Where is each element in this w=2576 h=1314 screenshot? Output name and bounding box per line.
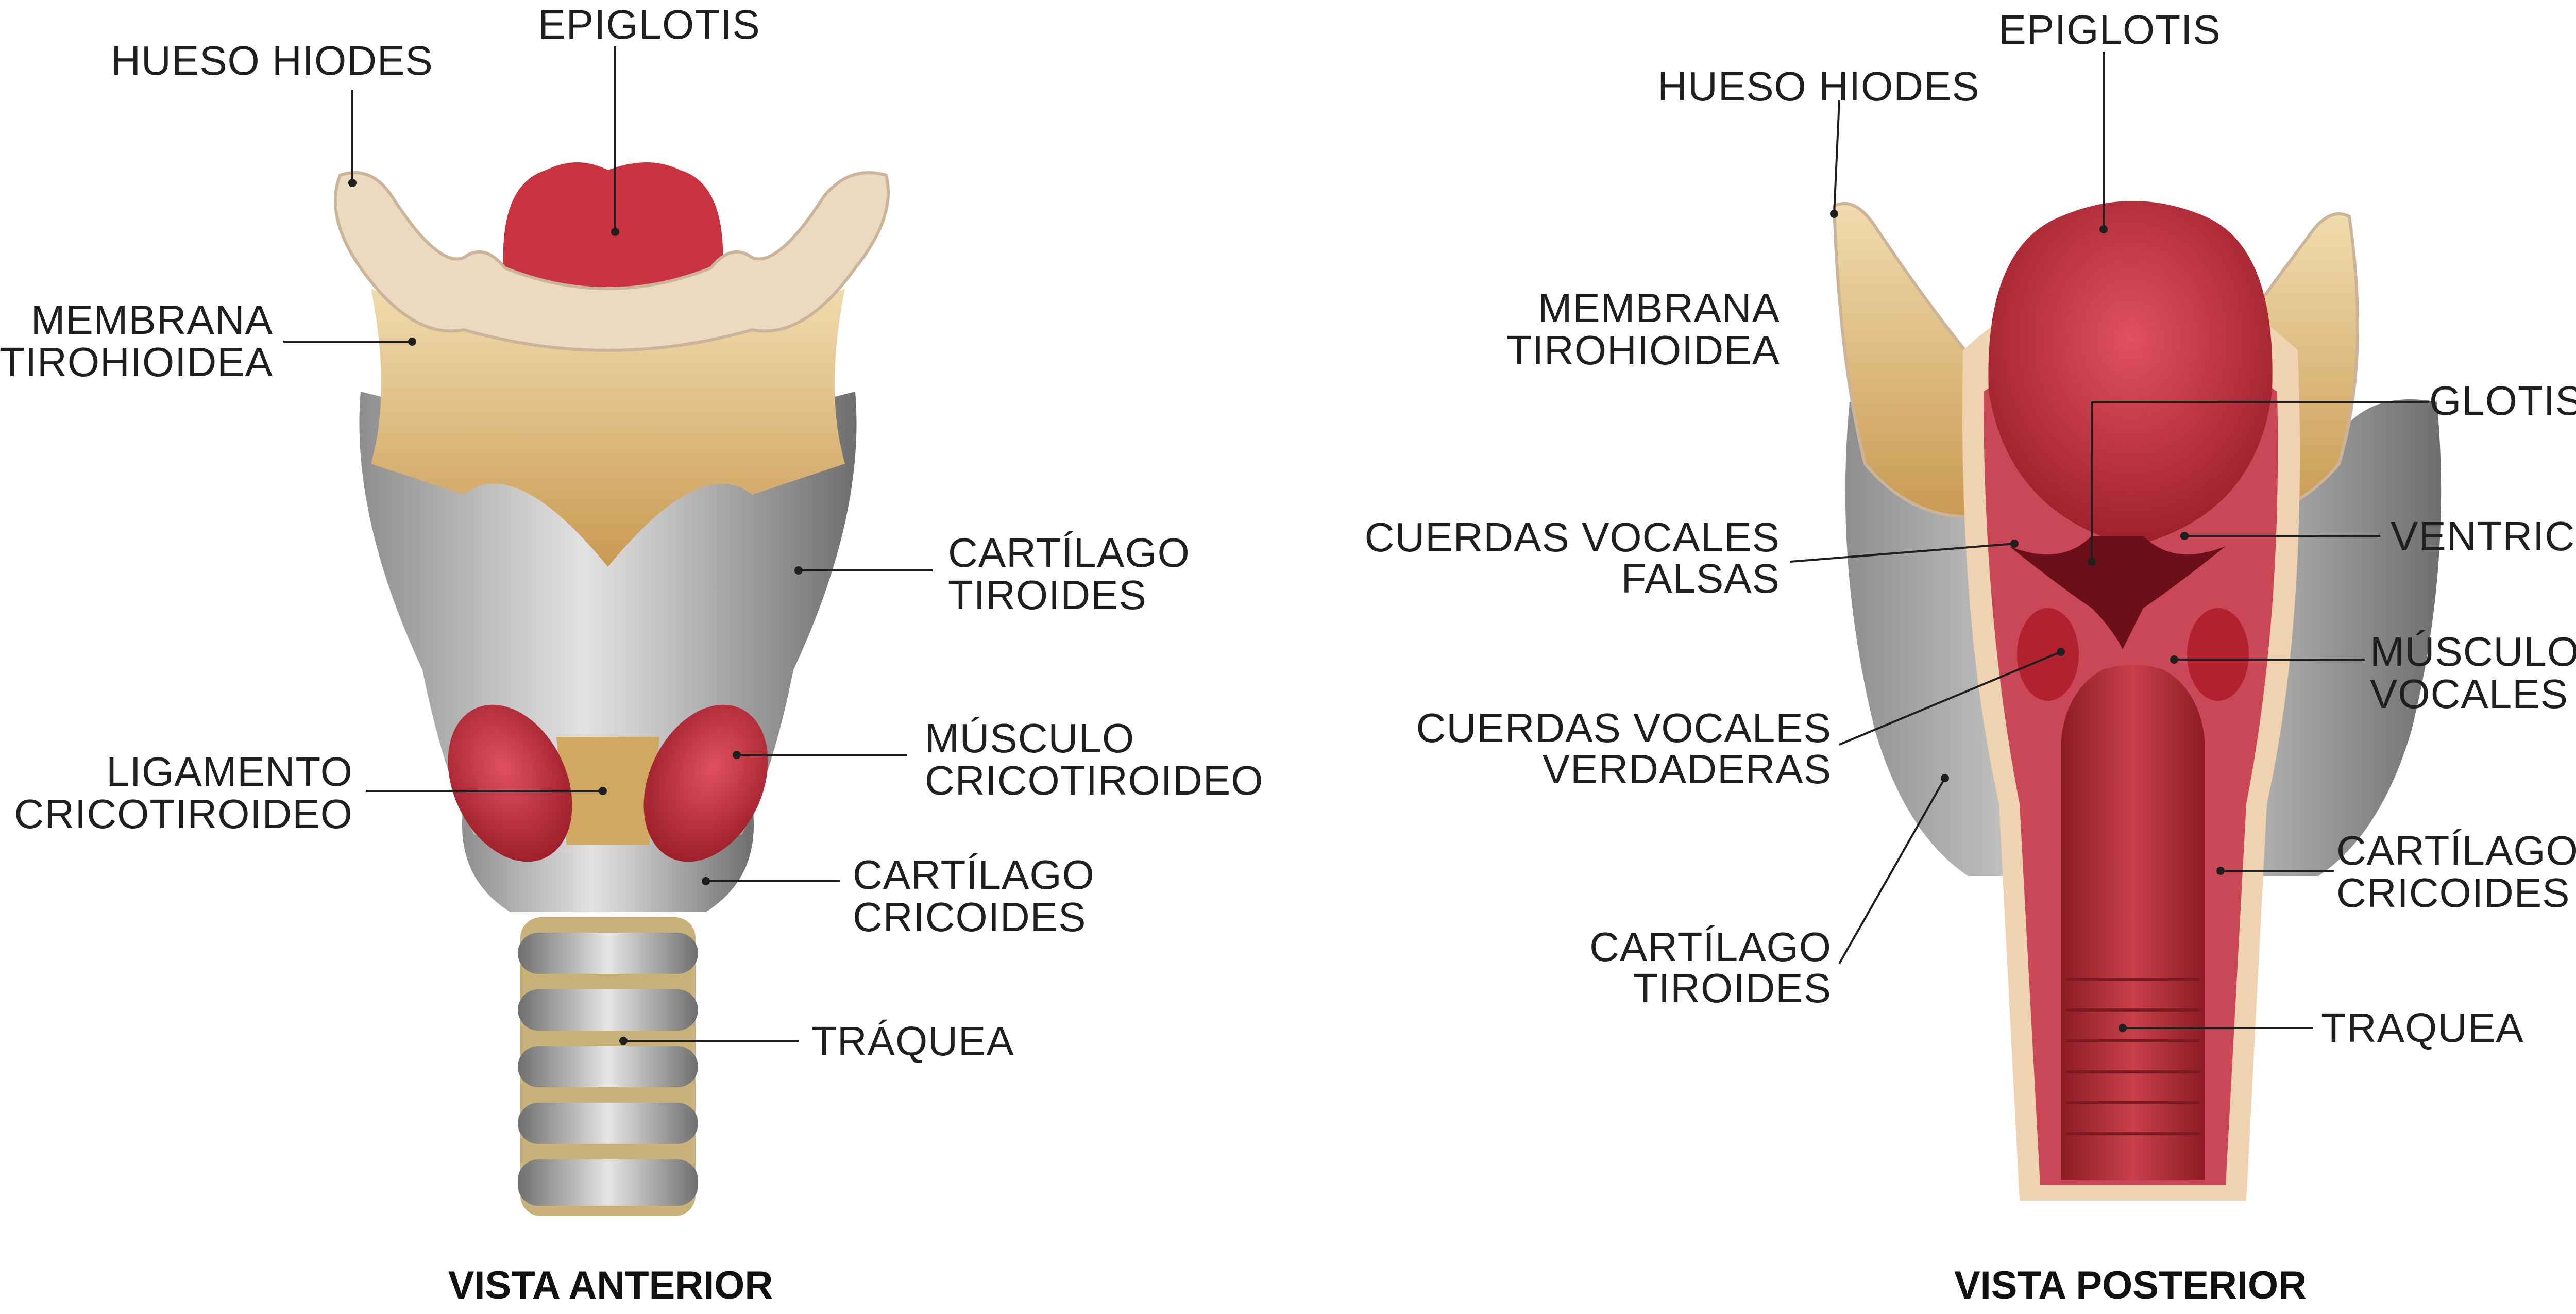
- anterior-label-epiglotis: EPIGLOTIS: [538, 2, 760, 47]
- anterior-label-cricoides-1: CARTÍLAGO: [853, 852, 1095, 898]
- posterior-caption: VISTA POSTERIOR: [1954, 1264, 2307, 1307]
- posterior-label-epiglotis: EPIGLOTIS: [1998, 7, 2221, 53]
- posterior-labels: EPIGLOTIS HUESO HIODES MEMBRANA TIROHIOI…: [1365, 7, 2576, 1307]
- posterior-label-falsas-1: CUERDAS VOCALES: [1365, 514, 1780, 560]
- posterior-label-ventriculo: VENTRICULO: [2391, 513, 2576, 559]
- posterior-leader-lines: [1790, 52, 2429, 1032]
- posterior-trachea-folds: [2066, 978, 2200, 1135]
- anterior-label-traquea: TRÁQUEA: [811, 1018, 1014, 1064]
- anterior-trachea-rings: [518, 917, 698, 1216]
- anterior-leader-lines: [283, 46, 933, 1045]
- anterior-label-membrana-1: MEMBRANA: [31, 297, 273, 343]
- posterior-label-cricoides-2: CRICOIDES: [2336, 870, 2570, 916]
- posterior-label-glotis: GLOTIS: [2429, 378, 2576, 424]
- anterior-labels: EPIGLOTIS HUESO HIODES MEMBRANA TIROHIOI…: [0, 2, 1263, 1307]
- posterior-label-tiroides-2: TIROIDES: [1633, 965, 1832, 1011]
- anterior-label-membrana-2: TIROHIOIDEA: [0, 339, 273, 385]
- anterior-illustration: [334, 162, 890, 1216]
- anterior-thyrohyoid-membrane: [371, 289, 845, 567]
- anterior-label-hueso-hiodes: HUESO HIODES: [111, 38, 433, 83]
- posterior-glottis-opening: [2009, 536, 2226, 649]
- anterior-label-cricoides-2: CRICOIDES: [853, 894, 1087, 940]
- anterior-hyoid-bone: [334, 171, 890, 352]
- posterior-vocal-muscle-left: [2017, 608, 2079, 701]
- posterior-vocal-muscle-right: [2187, 608, 2249, 701]
- posterior-label-musculos-1: MÚSCULOS: [2370, 629, 2576, 675]
- anterior-caption: VISTA ANTERIOR: [448, 1264, 773, 1307]
- anterior-label-ligamento-2: CRICOTIROIDEO: [14, 791, 353, 837]
- posterior-illustration: [1832, 201, 2442, 1201]
- posterior-label-traquea: TRAQUEA: [2321, 1005, 2524, 1051]
- posterior-label-membrana-2: TIROHIOIDEA: [1506, 327, 1780, 373]
- anterior-label-ligamento-1: LIGAMENTO: [106, 749, 353, 795]
- posterior-label-musculos-2: VOCALES: [2370, 671, 2568, 717]
- anterior-cricothyroid-muscle-right: [643, 704, 768, 862]
- anterior-label-tiroides-2: TIROIDES: [948, 572, 1147, 618]
- posterior-epiglottis: [1988, 201, 2273, 546]
- posterior-label-hueso-hiodes: HUESO HIODES: [1657, 63, 1979, 109]
- posterior-label-falsas-2: FALSAS: [1621, 555, 1780, 601]
- posterior-label-verdaderas-1: CUERDAS VOCALES: [1416, 705, 1832, 751]
- posterior-label-membrana-1: MEMBRANA: [1538, 285, 1780, 331]
- anterior-label-musculo-2: CRICOTIROIDEO: [925, 757, 1263, 803]
- anterior-label-tiroides-1: CARTÍLAGO: [948, 530, 1190, 576]
- anterior-cricothyroid-muscle-left: [448, 704, 572, 862]
- posterior-label-cricoides-1: CARTÍLAGO: [2336, 828, 2576, 873]
- anterior-cricothyroid-ligament: [556, 737, 659, 845]
- posterior-label-tiroides-1: CARTÍLAGO: [1589, 924, 1832, 970]
- posterior-label-verdaderas-2: VERDADERAS: [1543, 746, 1832, 792]
- anterior-label-musculo-1: MÚSCULO: [925, 715, 1134, 761]
- posterior-trachea-lumen: [2061, 665, 2205, 1180]
